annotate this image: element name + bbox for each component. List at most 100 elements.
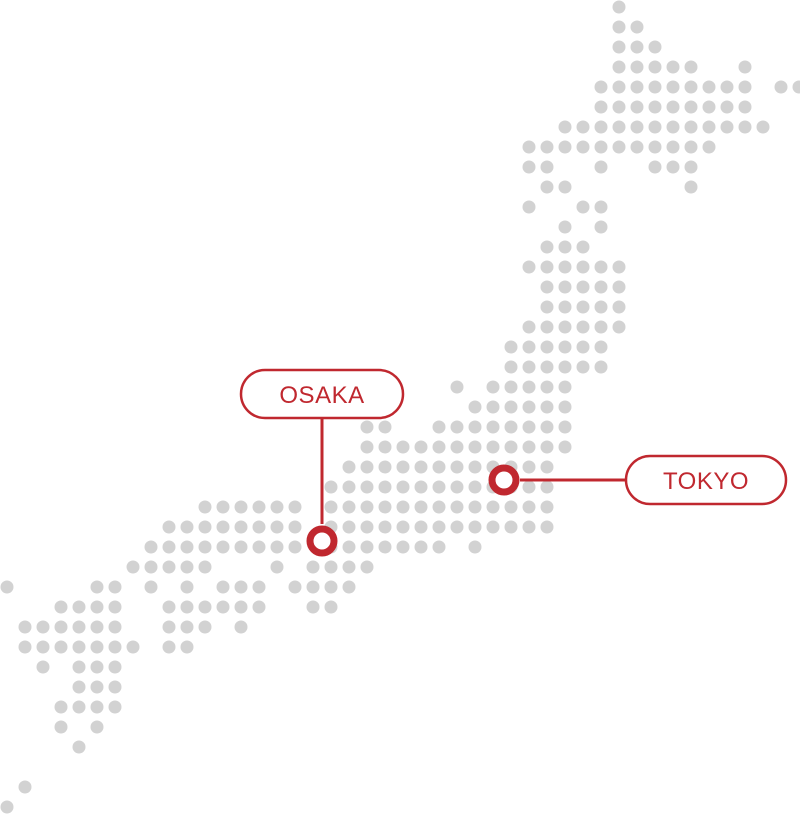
land-dot [198, 520, 212, 534]
land-dot [648, 100, 662, 114]
land-dot [396, 440, 410, 454]
land-dot [324, 560, 338, 574]
land-dot [360, 460, 374, 474]
osaka-label-box[interactable] [239, 368, 405, 420]
land-dot [162, 520, 176, 534]
land-dot [108, 660, 122, 674]
land-dot [558, 300, 572, 314]
land-dot [396, 500, 410, 514]
land-dot [144, 540, 158, 554]
land-dot [594, 140, 608, 154]
land-dot [540, 380, 554, 394]
land-dot [612, 80, 626, 94]
land-dot [540, 500, 554, 514]
land-dot [234, 500, 248, 514]
land-dot [468, 480, 482, 494]
tokyo-marker[interactable] [488, 464, 520, 496]
land-dot [414, 540, 428, 554]
land-dot [540, 400, 554, 414]
land-dot [198, 620, 212, 634]
land-dot [414, 480, 428, 494]
land-dot [522, 260, 536, 274]
land-dot [486, 380, 500, 394]
land-dot [414, 460, 428, 474]
land-dot [594, 100, 608, 114]
land-dot [522, 440, 536, 454]
land-dot [432, 520, 446, 534]
land-dot [594, 360, 608, 374]
land-dot [90, 580, 104, 594]
land-dot [108, 580, 122, 594]
land-dot [738, 60, 752, 74]
land-dot [72, 620, 86, 634]
land-dot [576, 120, 590, 134]
land-dot [432, 460, 446, 474]
land-dot [522, 140, 536, 154]
land-dot [666, 60, 680, 74]
land-dot [684, 160, 698, 174]
land-dot [594, 340, 608, 354]
land-dot [342, 580, 356, 594]
land-dot [648, 40, 662, 54]
land-dot [162, 560, 176, 574]
land-dot [504, 400, 518, 414]
city-tokyo[interactable]: TOKYO [488, 454, 788, 506]
land-dot [18, 640, 32, 654]
land-dot [684, 100, 698, 114]
land-dot [630, 20, 644, 34]
land-dot [234, 540, 248, 554]
land-dot [594, 160, 608, 174]
land-dot [504, 360, 518, 374]
land-dot [90, 720, 104, 734]
land-dot [540, 140, 554, 154]
tokyo-label-box[interactable] [624, 454, 788, 506]
land-dot [576, 320, 590, 334]
land-dot [630, 80, 644, 94]
land-dot [558, 140, 572, 154]
land-dot [378, 540, 392, 554]
land-dot [90, 640, 104, 654]
land-dot [396, 540, 410, 554]
land-dot [540, 260, 554, 274]
land-dot [198, 540, 212, 554]
land-dot [576, 340, 590, 354]
land-dot [612, 280, 626, 294]
land-dot [324, 600, 338, 614]
land-dot [360, 540, 374, 554]
land-dot [468, 460, 482, 474]
land-dot [612, 20, 626, 34]
land-dot [342, 480, 356, 494]
land-dot [198, 560, 212, 574]
land-dot [612, 40, 626, 54]
land-dot [180, 580, 194, 594]
land-dot [504, 340, 518, 354]
land-dot [666, 160, 680, 174]
land-dot [162, 640, 176, 654]
land-dot [54, 720, 68, 734]
land-dot [234, 620, 248, 634]
land-dot [108, 620, 122, 634]
land-dot [450, 420, 464, 434]
land-dot [702, 80, 716, 94]
land-dot [378, 500, 392, 514]
land-dot [522, 400, 536, 414]
land-dot [486, 400, 500, 414]
land-dot [36, 620, 50, 634]
land-dot [144, 560, 158, 574]
land-dot [756, 120, 770, 134]
land-dot [540, 440, 554, 454]
land-dot [108, 700, 122, 714]
land-dot [486, 440, 500, 454]
land-dot [432, 540, 446, 554]
land-dot [216, 520, 230, 534]
land-dot [468, 400, 482, 414]
osaka-marker[interactable] [306, 525, 338, 557]
land-dot [648, 60, 662, 74]
land-dot [684, 80, 698, 94]
land-dot [648, 80, 662, 94]
land-dot [162, 620, 176, 634]
land-dot [684, 140, 698, 154]
city-osaka[interactable]: OSAKA [239, 368, 405, 557]
land-dot [576, 300, 590, 314]
land-dot [108, 600, 122, 614]
